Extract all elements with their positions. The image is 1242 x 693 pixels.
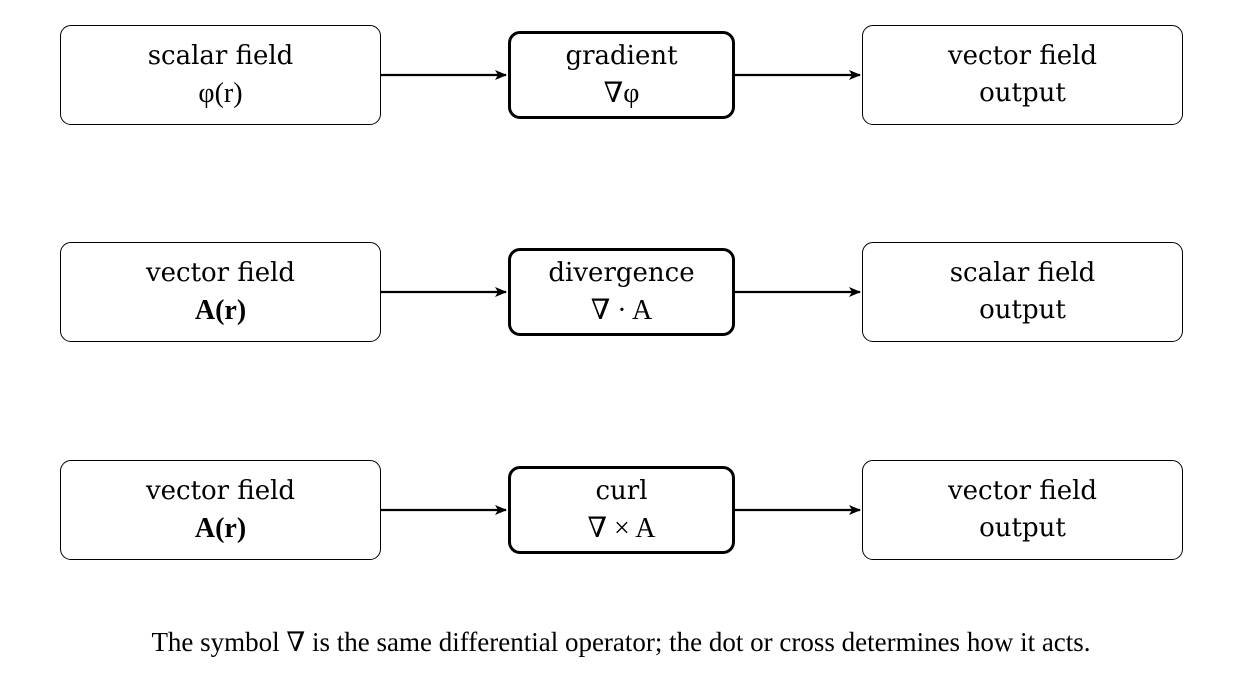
gradient-input-expression: φ(r) [198,78,243,109]
curl-output-box: vector field output [862,460,1183,560]
divergence-input-box: vector field A(r) [60,242,381,342]
diagram-caption: The symbol ∇ is the same differential op… [151,627,1091,657]
curl-input-expression: A(r) [194,513,247,544]
gradient-output-type: vector field [947,41,1098,71]
divergence-output-box: scalar field output [862,242,1183,342]
gradient-operator-name: gradient [565,41,678,71]
curl-output-label: output [979,513,1066,543]
curl-operator-expression: ∇ × A [587,513,656,544]
divergence-output-type: scalar field [949,258,1096,288]
curl-operator-box: curl ∇ × A [508,466,735,554]
curl-output-type: vector field [947,476,1098,506]
gradient-output-label: output [979,78,1066,108]
gradient-operator-expression: ∇φ [603,78,640,109]
divergence-operator-name: divergence [548,258,695,288]
divergence-input-expression: A(r) [194,295,247,326]
divergence-output-label: output [979,295,1066,325]
curl-operator-name: curl [595,476,648,506]
divergence-operator-expression: ∇ · A [590,295,653,326]
gradient-input-label: scalar field [147,41,294,71]
gradient-operator-box: gradient ∇φ [508,31,735,119]
curl-input-label: vector field [145,476,296,506]
gradient-output-box: vector field output [862,25,1183,125]
divergence-operator-box: divergence ∇ · A [508,248,735,336]
gradient-input-box: scalar field φ(r) [60,25,381,125]
divergence-input-label: vector field [145,258,296,288]
curl-input-box: vector field A(r) [60,460,381,560]
